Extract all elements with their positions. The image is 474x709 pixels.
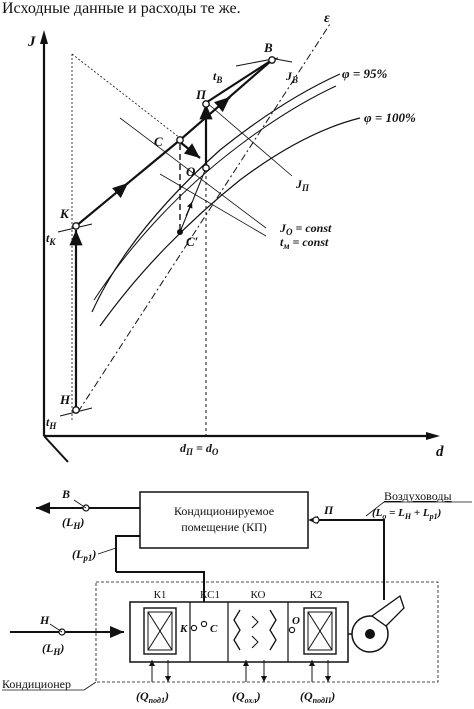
fan-outlet [370, 594, 405, 627]
point-C-scheme [200, 620, 208, 628]
tm-const-line [159, 173, 267, 237]
zero-enthalpy-line [43, 435, 69, 463]
point-O [202, 164, 210, 172]
supply-line [316, 519, 385, 600]
phi-95-label: φ = 95% [342, 66, 388, 81]
heater-2-inner [307, 611, 333, 651]
label-K: К [59, 206, 70, 221]
line-Cprime-O [179, 167, 207, 233]
line-P-B [203, 59, 273, 105]
line-C-O [179, 141, 201, 159]
phi-100-label: φ = 100% [364, 110, 416, 125]
phi-curve-inner-2 [93, 85, 337, 301]
point-O-scheme [288, 626, 296, 634]
point-K [72, 222, 80, 230]
heater-2-icon [303, 607, 337, 655]
recirc-line-b [116, 571, 205, 614]
room-label-1: Кондиционируемое [174, 504, 274, 518]
jd-diagram: J d ε φ = 95% φ = 100% [27, 11, 444, 463]
label-dP-dO: dП = dO [180, 441, 219, 457]
cooler-icon [233, 609, 277, 651]
scheme-label-LH-top: (LH) [62, 515, 84, 531]
y-axis-label: J [27, 34, 36, 50]
scheme-label-H: Н [39, 613, 50, 627]
section-KO: КО [250, 589, 265, 601]
line-K-C [75, 139, 181, 227]
scheme-label-P: П [323, 503, 334, 517]
scheme-label-C: С [210, 623, 218, 635]
conditioner-label: Кондиционер [2, 677, 71, 691]
arrow-C-B [214, 96, 231, 113]
label-tB: tВ [213, 69, 222, 85]
vozduhovody-leader [365, 501, 385, 517]
heater-2-x2 [307, 611, 333, 651]
ac-scheme: Кондиционируемое помещение (КП) В (LH) (… [2, 487, 472, 705]
x-axis-arrow-icon [426, 432, 440, 440]
label-Qokhl: (Qохл) [232, 689, 261, 705]
phi-curve-inner-1 [91, 73, 341, 313]
point-C [176, 136, 184, 144]
section-K1: К1 [154, 589, 167, 601]
point-P-scheme [312, 516, 320, 524]
label-JO-const: JO = const [279, 221, 332, 237]
label-H: Н [59, 392, 71, 407]
point-K-scheme [190, 624, 198, 632]
formula-label: (Lo = LH + Lр1) [372, 507, 441, 521]
point-B [268, 56, 276, 64]
label-QII: (QподII) [300, 689, 335, 705]
arrow-Cprime-O [185, 201, 193, 217]
label-P: П [195, 87, 207, 102]
JP-line [205, 101, 293, 177]
intro-text: Исходные данные и расходы те же. [2, 0, 241, 17]
fan-hub [365, 629, 375, 639]
section-KS1: КС1 [200, 589, 220, 601]
room-box [139, 491, 309, 549]
label-Cprime: С′ [186, 234, 199, 249]
heater-1-x2 [147, 611, 173, 651]
point-Cprime [177, 229, 183, 235]
point-P [202, 100, 210, 108]
conditioner-boundary [95, 581, 439, 683]
label-tH: tН [46, 415, 57, 431]
y-axis-arrow-icon [40, 30, 48, 44]
epsilon-process-line [77, 23, 331, 413]
phi-100-curve [99, 117, 361, 327]
label-tm-const: tм = const [280, 235, 329, 251]
label-Q1: (Qпод1) [136, 689, 169, 705]
room-label-2: помещение (КП) [181, 520, 267, 534]
label-JB: JВ [285, 69, 298, 85]
label-B: В [263, 40, 273, 55]
vozduhovody-label: Воздуховоды [384, 489, 452, 503]
scheme-label-K: К [179, 623, 188, 635]
JO-const-line [119, 117, 267, 229]
arrow-K-C [112, 182, 129, 199]
label-C: С [154, 134, 163, 149]
x-axis-label: d [436, 444, 444, 460]
point-H [72, 406, 80, 414]
section-K2: К2 [310, 589, 323, 601]
Lp1-leader [97, 547, 117, 555]
heater-1-inner [147, 611, 173, 651]
H-leader [49, 623, 63, 633]
recirc-line-a [115, 535, 140, 572]
scheme-label-B: В [61, 487, 70, 501]
label-JP: JП [295, 177, 310, 193]
scheme-label-O: О [292, 615, 300, 627]
epsilon-label: ε [324, 11, 330, 26]
B-leader [73, 499, 87, 509]
label-O: О [186, 164, 196, 179]
scheme-label-LH-bottom: (LH) [42, 641, 64, 657]
conditioner-leader [83, 681, 97, 691]
dotted-guide-line [71, 53, 181, 139]
scheme-label-Lp1: (Lр1) [72, 547, 96, 563]
heater-1-icon [143, 607, 177, 655]
label-tK: tК [46, 231, 56, 247]
